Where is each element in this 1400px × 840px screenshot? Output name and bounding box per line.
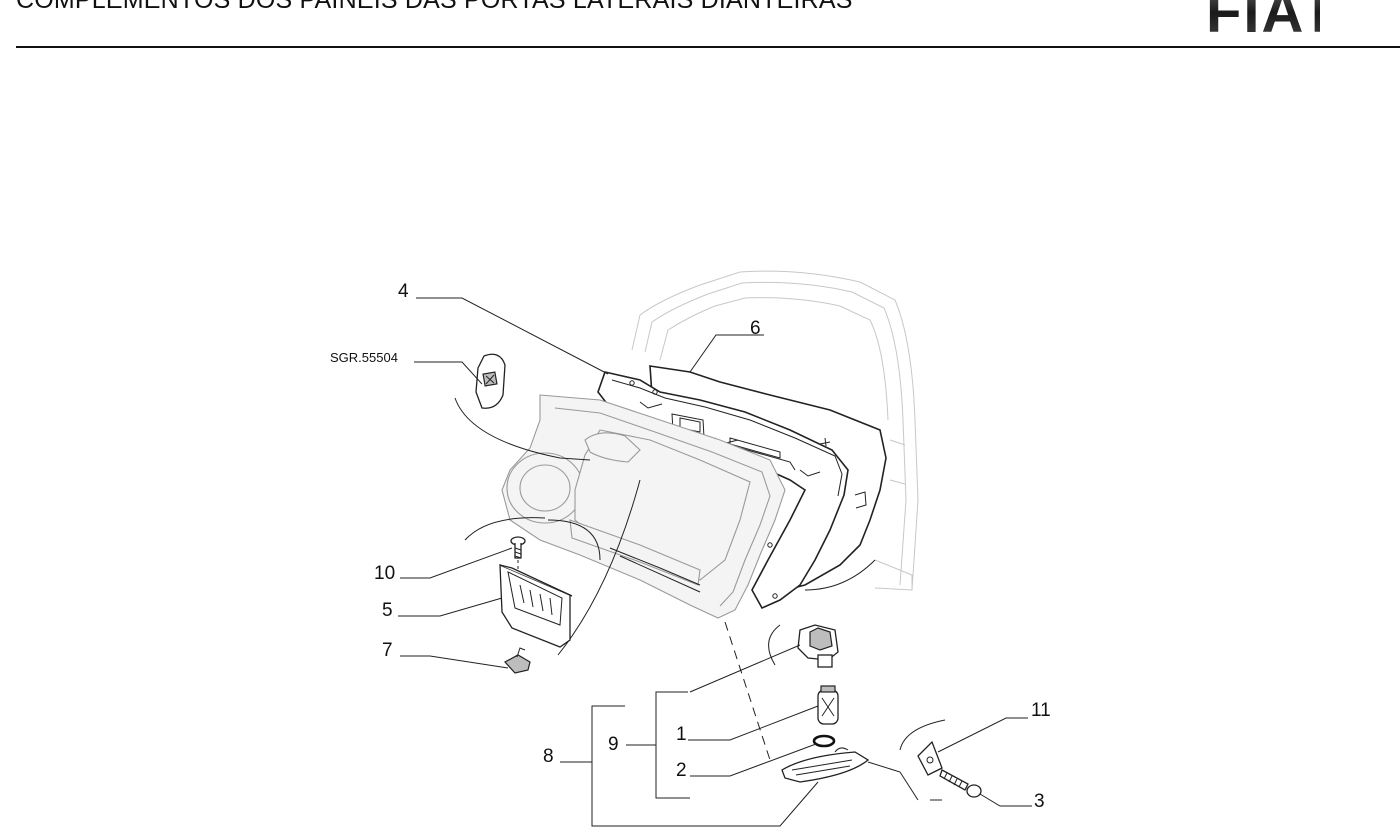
header-divider xyxy=(16,46,1400,48)
logo-text: FIAT xyxy=(1206,0,1320,36)
callout-3: 3 xyxy=(1034,791,1045,812)
part-5-storage-pocket xyxy=(499,563,573,648)
callout-4: 4 xyxy=(398,281,409,302)
part-9-lamp-socket xyxy=(797,624,839,668)
reference-code: SGR.55504 xyxy=(330,350,398,365)
page-title: COMPLEMENTOS DOS PAINEIS DAS PORTAS LATE… xyxy=(16,0,853,14)
part-11-bracket xyxy=(917,740,943,776)
part-10-screw xyxy=(510,536,526,580)
part-1-bulb xyxy=(817,685,839,725)
callout-7: 7 xyxy=(382,640,393,661)
callout-10: 10 xyxy=(374,563,395,584)
part-2-o-ring xyxy=(812,734,836,748)
callout-2: 2 xyxy=(676,760,687,781)
detail-arcs xyxy=(454,397,946,801)
part-3-bolt xyxy=(939,769,982,798)
brand-logo: FIAT xyxy=(1206,0,1320,36)
callout-5: 5 xyxy=(382,600,393,621)
lamp-lens xyxy=(781,747,870,783)
leader-lines xyxy=(398,297,1032,827)
door-frame-outline xyxy=(631,270,919,591)
callout-9: 9 xyxy=(608,734,619,755)
callout-1: 1 xyxy=(676,724,687,745)
assembly-dashed-line xyxy=(724,621,771,761)
callout-labels: 4 6 SGR.55504 10 5 7 1 9 8 2 11 3 xyxy=(330,281,1051,812)
callout-8: 8 xyxy=(543,746,554,767)
part-sgr-switch xyxy=(475,353,506,409)
callout-6: 6 xyxy=(750,318,761,339)
door-trim-panel xyxy=(501,394,786,619)
callout-11: 11 xyxy=(1031,700,1051,721)
part-7-clip xyxy=(504,647,531,674)
